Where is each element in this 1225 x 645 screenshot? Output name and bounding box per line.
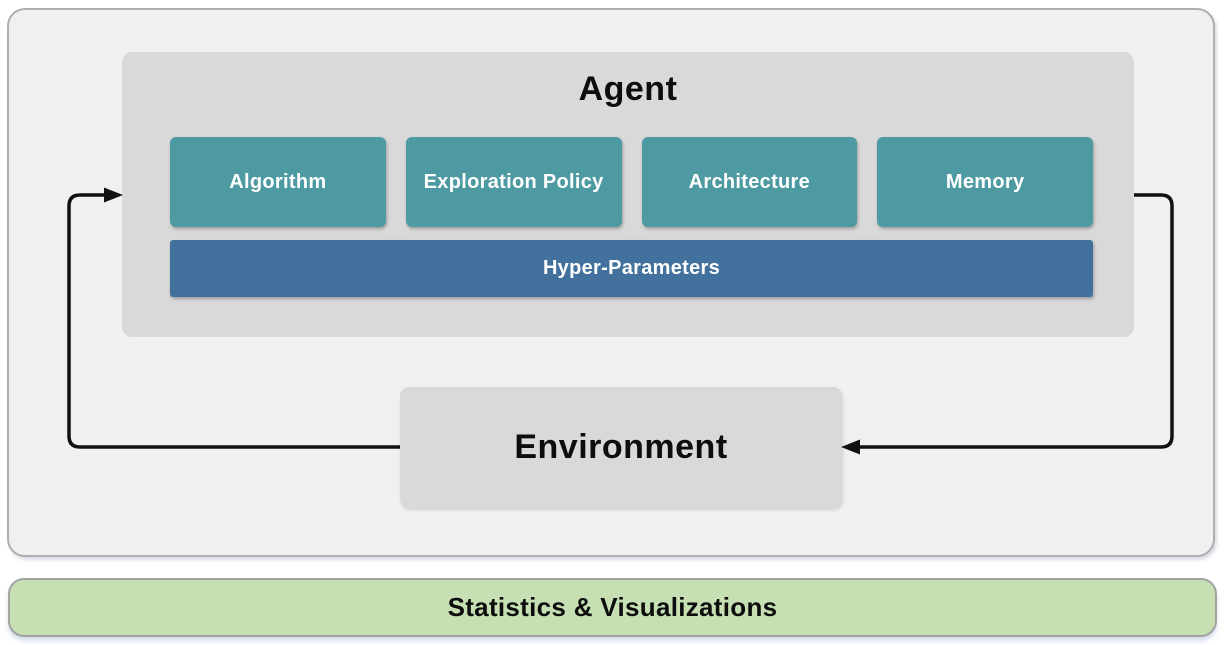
hyper-parameters-bar: Hyper-Parameters (170, 240, 1093, 297)
agent-module-row: Algorithm Exploration Policy Architectur… (170, 137, 1093, 227)
module-box-memory: Memory (877, 137, 1093, 227)
module-box-algorithm: Algorithm (170, 137, 386, 227)
agent-title: Agent (578, 70, 678, 108)
environment-box: Environment (400, 387, 842, 508)
statistics-visualizations-bar: Statistics & Visualizations (8, 578, 1217, 637)
module-box-exploration-policy: Exploration Policy (405, 137, 622, 227)
module-box-architecture: Architecture (641, 137, 858, 227)
